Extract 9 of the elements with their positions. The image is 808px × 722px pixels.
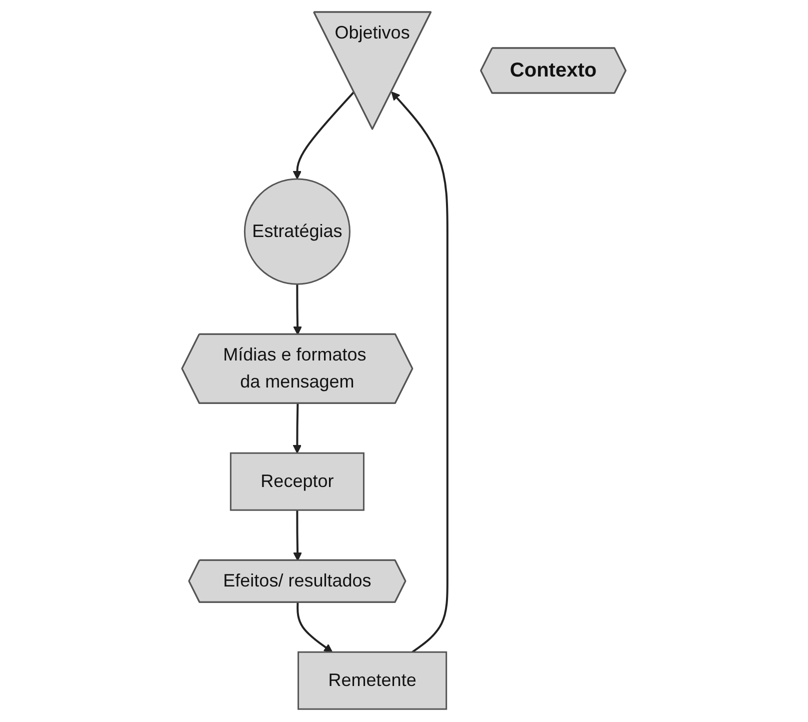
arrow <box>292 92 355 180</box>
node-box <box>230 452 365 512</box>
arrow <box>293 284 302 336</box>
node-circle <box>244 178 351 286</box>
arrow <box>296 603 333 653</box>
arrow <box>293 510 302 562</box>
node-box <box>298 652 448 710</box>
arrow <box>391 92 449 654</box>
arrow <box>292 404 302 454</box>
